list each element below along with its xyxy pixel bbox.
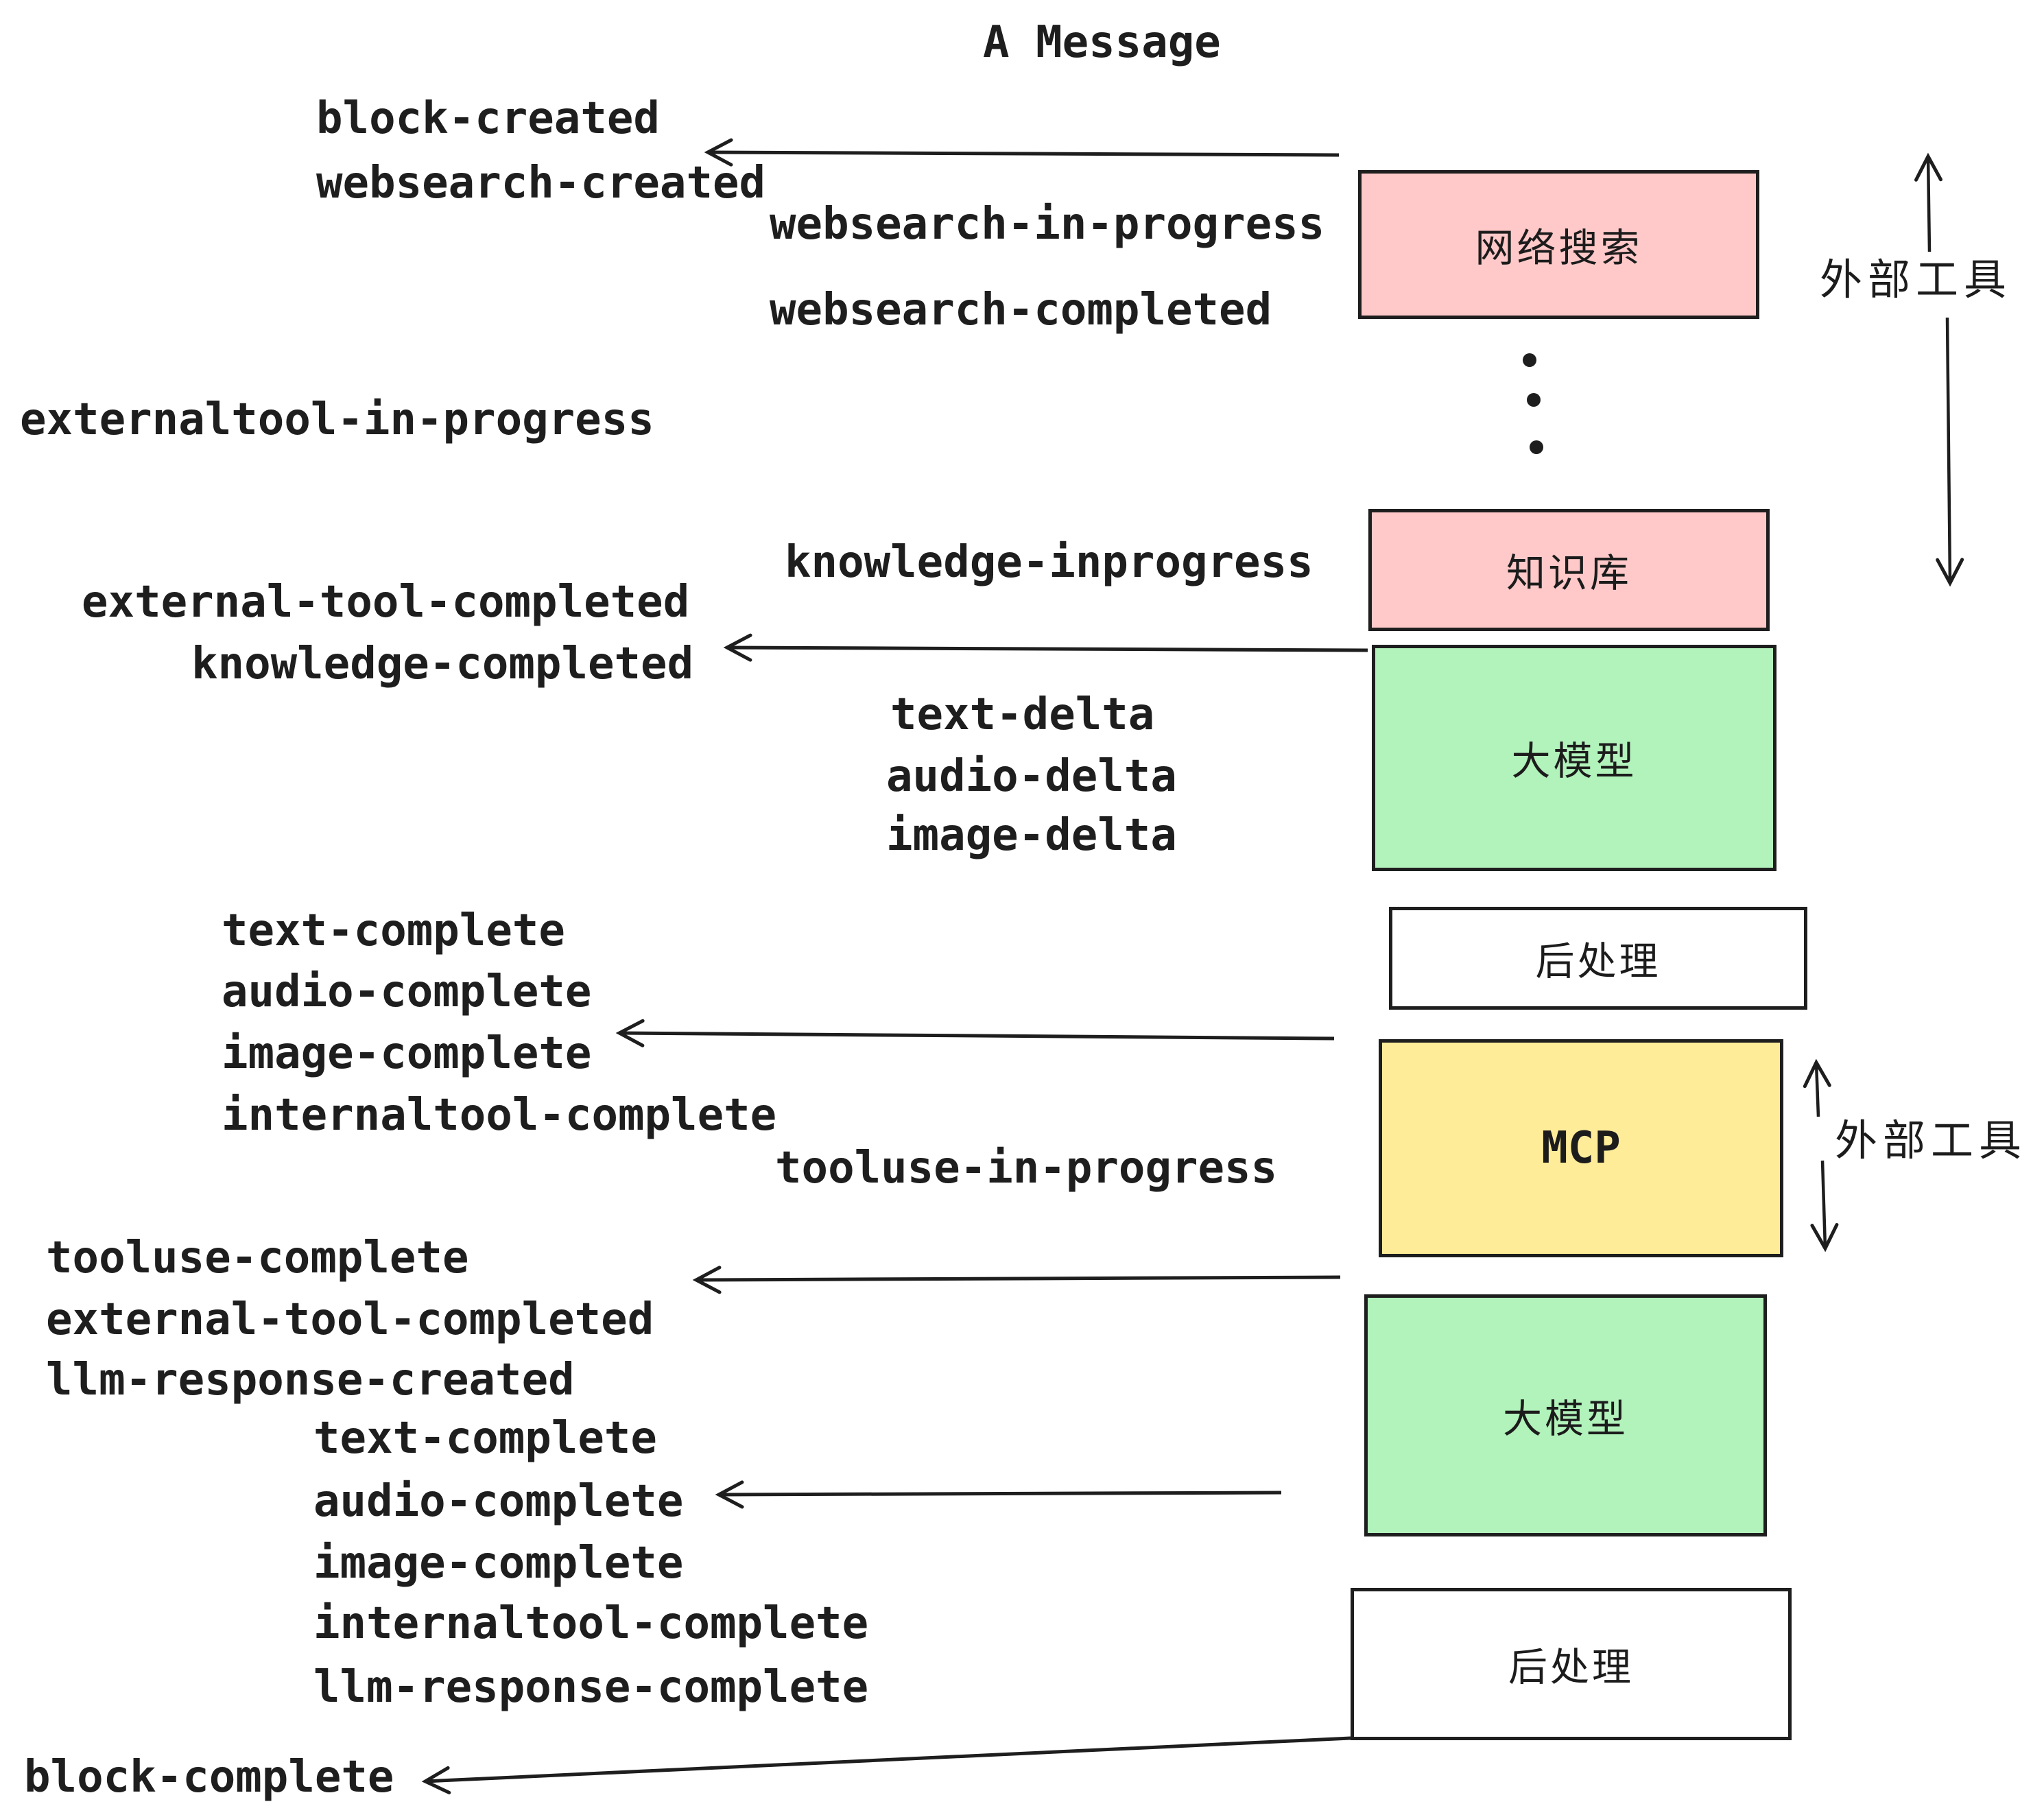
side-label-external-tools-1: 外部工具 bbox=[1820, 257, 2012, 304]
event-label-internaltool-complete-2: internaltool-complete bbox=[313, 1598, 869, 1649]
event-label-image-delta: image-delta bbox=[886, 810, 1177, 861]
arrow-to-tooluse-complete bbox=[692, 1266, 1341, 1294]
event-label-websearch-completed: websearch-completed bbox=[770, 285, 1272, 335]
event-label-knowledge-completed: knowledge-completed bbox=[191, 639, 694, 689]
event-label-audio-complete: audio-complete bbox=[222, 966, 592, 1017]
side-label-external-tools-2: 外部工具 bbox=[1835, 1117, 2028, 1165]
box-label-postprocess-1: 后处理 bbox=[1535, 940, 1661, 984]
box-llm-1: 大模型 bbox=[1372, 645, 1776, 871]
external-tool-arrow-down-1 bbox=[1936, 317, 1964, 587]
arrow-to-audio-complete bbox=[715, 1480, 1282, 1509]
event-label-text-complete: text-complete bbox=[222, 905, 565, 956]
external-tool-arrow-down-2 bbox=[1810, 1160, 1839, 1253]
arrow-to-knowledge-completed bbox=[723, 633, 1368, 662]
box-label-llm-2: 大模型 bbox=[1503, 1397, 1628, 1441]
event-label-text-delta: text-delta bbox=[890, 689, 1155, 740]
event-label-knowledge-inprogress: knowledge-inprogress bbox=[785, 537, 1314, 588]
box-llm-2: 大模型 bbox=[1364, 1294, 1767, 1536]
event-label-externaltool-in-progress: externaltool-in-progress bbox=[20, 394, 654, 445]
event-label-llm-response-created: llm-response-created bbox=[46, 1355, 575, 1405]
event-label-internaltool-complete: internaltool-complete bbox=[222, 1090, 777, 1141]
event-label-image-complete: image-complete bbox=[222, 1028, 592, 1079]
event-label-audio-delta: audio-delta bbox=[886, 751, 1177, 802]
box-label-postprocess-2: 后处理 bbox=[1508, 1646, 1634, 1689]
event-label-external-tool-completed-2: external-tool-completed bbox=[46, 1294, 654, 1345]
event-label-audio-complete-2: audio-complete bbox=[313, 1476, 684, 1527]
event-label-external-tool-completed: external-tool-completed bbox=[82, 577, 690, 628]
event-label-llm-response-complete: llm-response-complete bbox=[313, 1662, 869, 1713]
box-label-mcp: MCP bbox=[1541, 1123, 1621, 1174]
box-mcp: MCP bbox=[1379, 1039, 1783, 1257]
event-label-tooluse-in-progress: tooluse-in-progress bbox=[775, 1143, 1278, 1194]
arrow-to-block-complete bbox=[421, 1736, 1351, 1794]
event-label-block-created: block-created bbox=[316, 93, 660, 144]
arrow-to-block-created bbox=[704, 138, 1340, 167]
external-tool-arrow-up-2 bbox=[1803, 1058, 1831, 1117]
box-postprocess-1: 后处理 bbox=[1389, 907, 1807, 1010]
event-label-websearch-in-progress: websearch-in-progress bbox=[770, 199, 1325, 250]
diagram-title: A Message bbox=[983, 17, 1221, 68]
box-knowledge: 知识库 bbox=[1368, 509, 1770, 631]
external-tool-arrow-up-1 bbox=[1914, 152, 1942, 252]
arrow-to-image-complete bbox=[615, 1019, 1335, 1047]
event-label-text-complete-2: text-complete bbox=[313, 1413, 657, 1464]
box-websearch: 网络搜索 bbox=[1358, 170, 1759, 319]
box-label-llm-1: 大模型 bbox=[1511, 739, 1637, 783]
ellipsis-dots bbox=[1523, 353, 1543, 454]
event-label-websearch-created: websearch-created bbox=[316, 158, 766, 209]
event-label-block-complete: block-complete bbox=[24, 1752, 394, 1803]
box-postprocess-2: 后处理 bbox=[1351, 1588, 1792, 1740]
event-label-image-complete-2: image-complete bbox=[313, 1538, 684, 1589]
box-label-websearch: 网络搜索 bbox=[1475, 226, 1643, 270]
box-label-knowledge: 知识库 bbox=[1506, 551, 1632, 595]
event-label-tooluse-complete: tooluse-complete bbox=[46, 1233, 469, 1283]
